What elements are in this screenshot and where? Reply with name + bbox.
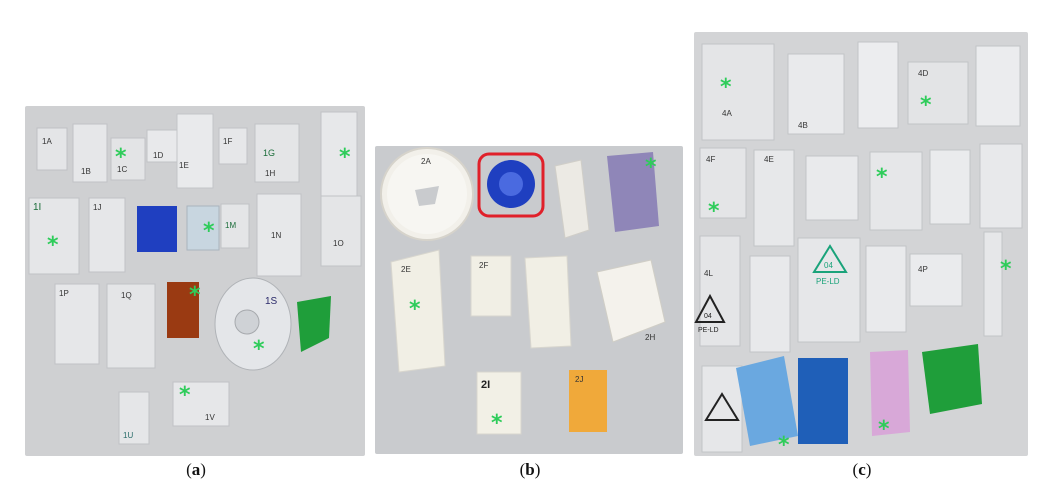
purple-film-sample — [607, 152, 659, 232]
sample-label: 2H — [645, 333, 655, 342]
pink-film-sample — [870, 350, 910, 436]
sample-label: 2E — [401, 265, 411, 274]
green-printed-film-sample — [922, 344, 982, 414]
sample-label: 4B — [798, 121, 808, 130]
sample-label: 2A — [421, 157, 431, 166]
photo-a: 1A 1B 1C 1D 1E 1F 1G 1H 1I 1J 1M 1N 1O 1… — [25, 106, 365, 456]
photo-c: 4A 4B 4D 4F 4E 4L 04 PE-LD 4P 04 PE-LD — [694, 32, 1028, 456]
asterisk-markers: * * * — [409, 155, 657, 436]
svg-text:*: * — [203, 219, 215, 244]
sample-label: 1P — [59, 289, 69, 298]
photo-panel-b: 2A 2E 2F 2H 2I 2J * * * — [375, 146, 683, 454]
svg-text:*: * — [253, 337, 265, 362]
sample-label: 1V — [205, 413, 215, 422]
caption-letter: c — [858, 460, 866, 479]
asterisk-markers: * * * * * * * — [47, 145, 351, 408]
sample-label: 1M — [225, 221, 236, 230]
svg-text:*: * — [339, 145, 351, 170]
sample-label: 4A — [722, 109, 732, 118]
recycle-code: 04 — [824, 261, 833, 270]
recycle-text: PE-LD — [816, 277, 840, 286]
photo-panel-a: 1A 1B 1C 1D 1E 1F 1G 1H 1I 1J 1M 1N 1O 1… — [25, 106, 365, 456]
svg-text:*: * — [1000, 257, 1012, 282]
svg-text:*: * — [115, 145, 127, 170]
svg-text:*: * — [645, 155, 657, 180]
caption-b: (b) — [519, 460, 541, 479]
svg-text:*: * — [189, 283, 201, 308]
sample-label: 1J — [93, 203, 101, 212]
caption-c: (c) — [852, 460, 872, 479]
brown-film-sample — [167, 282, 199, 338]
sample-label: 4P — [918, 265, 928, 274]
svg-text:*: * — [778, 433, 790, 456]
recycle-triangle-icon — [694, 293, 726, 323]
blue-film-sample — [137, 206, 177, 252]
caption-a: (a) — [186, 460, 206, 479]
svg-text:*: * — [179, 383, 191, 408]
recycle-text: PE-LD — [698, 327, 719, 334]
sample-label: 1D — [153, 151, 163, 160]
orange-film-sample — [569, 370, 607, 432]
svg-text:*: * — [708, 199, 720, 224]
caption-letter: b — [525, 460, 535, 479]
highlight-box — [477, 152, 545, 218]
sample-label: 4E — [764, 155, 774, 164]
sample-label: 1E — [179, 161, 189, 170]
sample-label: 1H — [265, 169, 275, 178]
sample-label: 1I — [33, 202, 41, 213]
blue-film-sample — [736, 356, 798, 446]
svg-text:*: * — [920, 93, 932, 118]
svg-text:*: * — [720, 75, 732, 100]
sample-label: 4D — [918, 69, 928, 78]
sample-label: 1G — [263, 148, 275, 158]
photo-b: 2A 2E 2F 2H 2I 2J * * * — [375, 146, 683, 454]
caption-letter: a — [191, 460, 201, 479]
svg-text:*: * — [47, 233, 59, 258]
sample-label: 1U — [123, 431, 133, 440]
sample-label: 1O — [333, 239, 344, 248]
photo-panel-c: 4A 4B 4D 4F 4E 4L 04 PE-LD 4P 04 PE-LD — [694, 32, 1028, 456]
sample-label: 1A — [42, 137, 52, 146]
asterisk-markers: * * * * * * * — [708, 75, 1012, 456]
sample-label: 4F — [706, 155, 715, 164]
sample-label: 2F — [479, 261, 488, 270]
svg-text:*: * — [878, 417, 890, 442]
sample-label: 1Q — [121, 291, 132, 300]
svg-text:*: * — [409, 297, 421, 322]
recycle-triangle-icon — [812, 244, 848, 273]
recycle-triangle-icon — [704, 392, 740, 421]
sample-label: 2I — [481, 379, 490, 391]
blue-printed-film-sample — [798, 358, 848, 444]
recycle-code: 04 — [704, 313, 712, 320]
sample-label: 1F — [223, 137, 232, 146]
sample-label: 1N — [271, 231, 281, 240]
svg-text:*: * — [491, 411, 503, 436]
sample-label: 1S — [265, 296, 278, 307]
sample-label: 1C — [117, 165, 127, 174]
green-film-sample — [297, 296, 331, 352]
sample-label: 1B — [81, 167, 91, 176]
svg-text:*: * — [876, 165, 888, 190]
sample-label: 2J — [575, 375, 583, 384]
sample-label: 4L — [704, 269, 713, 278]
